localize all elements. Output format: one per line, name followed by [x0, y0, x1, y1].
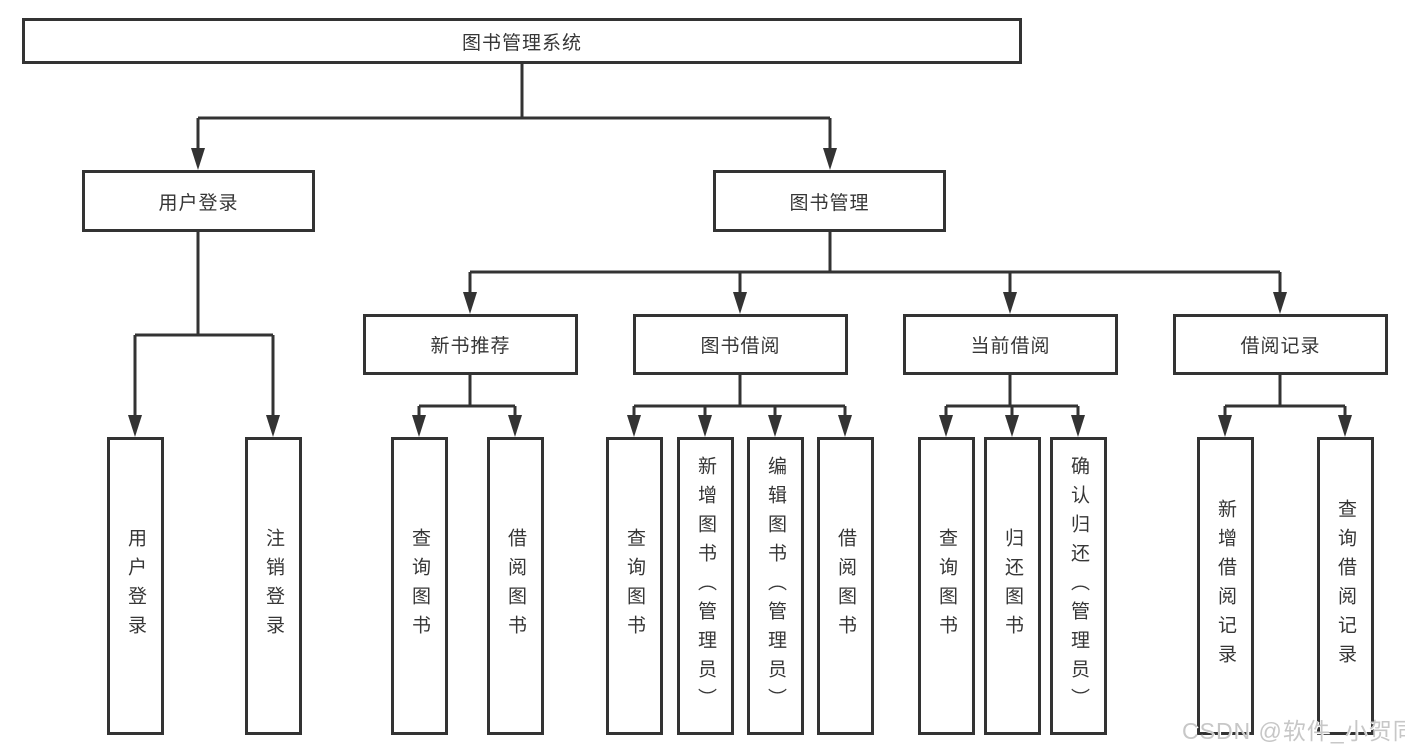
node-book-management: 图书管理 — [713, 170, 946, 232]
leaf-add-borrow-record: 新增借阅记录 — [1197, 437, 1254, 735]
node-label: 用户登录 — [158, 192, 239, 214]
leaf-query-borrow-record: 查询借阅记录 — [1317, 437, 1374, 735]
connector-borrow-record — [1223, 374, 1347, 427]
leaf-current-query-book: 查询图书 — [918, 437, 975, 735]
node-new-book-recommendation: 新书推荐 — [363, 314, 578, 375]
leaf-rec-query-book: 查询图书 — [391, 437, 448, 735]
node-label: 查询图书 — [936, 528, 957, 644]
leaf-logout: 注销登录 — [245, 437, 302, 735]
node-label: 当前借阅 — [970, 336, 1051, 357]
connector-new-book-rec — [417, 374, 517, 427]
leaf-add-book-admin: 新增图书（管理员） — [677, 437, 734, 735]
connector-user-login — [133, 232, 275, 427]
leaf-rec-borrow-book: 借阅图书 — [487, 437, 544, 735]
leaf-user-login: 用户登录 — [107, 437, 164, 735]
node-label: 归还图书 — [1002, 528, 1023, 644]
node-label: 借阅记录 — [1240, 336, 1321, 357]
node-label: 图书管理 — [789, 192, 870, 214]
arrowheads — [128, 148, 1352, 437]
csdn-watermark: CSDN @软件_小贺同学 — [1182, 718, 1405, 744]
node-label: 查询借阅记录 — [1335, 499, 1356, 673]
node-current-borrowing: 当前借阅 — [903, 314, 1118, 375]
node-label: 新增借阅记录 — [1215, 499, 1236, 673]
node-label: 查询图书 — [409, 528, 430, 644]
node-label: 编辑图书（管理员） — [765, 455, 786, 717]
node-label: 图书借阅 — [700, 336, 781, 357]
node-label: 新增图书（管理员） — [695, 455, 716, 717]
leaf-return-book: 归还图书 — [984, 437, 1041, 735]
leaf-edit-book-admin: 编辑图书（管理员） — [747, 437, 804, 735]
node-label: 新书推荐 — [430, 336, 511, 357]
leaf-borrow-query-book: 查询图书 — [606, 437, 663, 735]
node-label: 确认归还（管理员） — [1068, 455, 1089, 717]
node-label: 用户登录 — [125, 528, 146, 644]
node-label: 注销登录 — [263, 528, 284, 644]
node-borrowing-records: 借阅记录 — [1173, 314, 1388, 375]
node-label: 借阅图书 — [505, 528, 526, 644]
node-label: 借阅图书 — [835, 528, 856, 644]
node-label: 图书管理系统 — [461, 32, 582, 54]
node-user-login: 用户登录 — [82, 170, 315, 232]
leaf-borrow-book: 借阅图书 — [817, 437, 874, 735]
connector-root — [196, 63, 832, 160]
leaf-confirm-return-admin: 确认归还（管理员） — [1050, 437, 1107, 735]
connector-book-borrow — [632, 374, 847, 427]
node-root: 图书管理系统 — [22, 18, 1022, 64]
node-book-borrowing: 图书借阅 — [633, 314, 848, 375]
connector-book-mgmt — [468, 232, 1282, 306]
node-label: 查询图书 — [624, 528, 645, 644]
